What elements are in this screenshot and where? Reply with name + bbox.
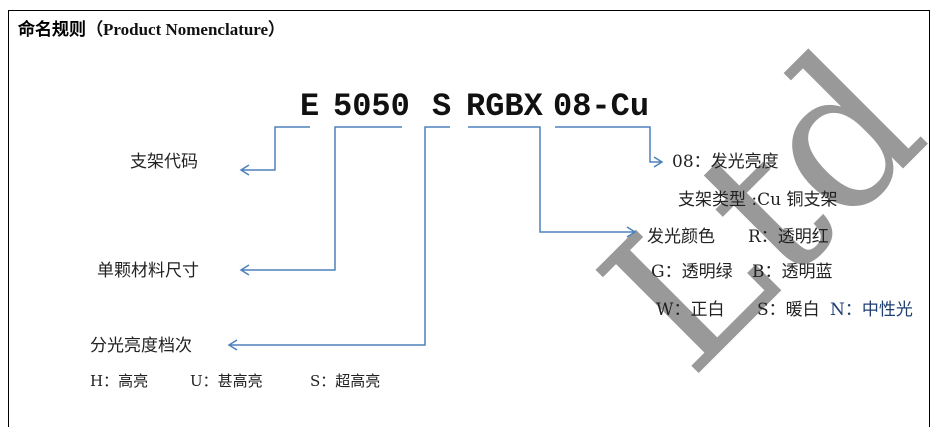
color-r: R：透明红	[748, 227, 829, 247]
grade-s: S：超高亮	[310, 372, 381, 390]
color-s: S：暖白	[757, 300, 820, 320]
color-w: W：正白	[656, 300, 725, 320]
label-bracket-type: 支架类型 :Cu 铜支架	[678, 190, 838, 210]
title-cn: 命名规则	[18, 20, 86, 39]
color-g: G：透明绿	[651, 262, 733, 282]
code-suffix: 08-Cu	[553, 88, 650, 125]
grade-u: U：甚高亮	[190, 372, 263, 390]
code-grade: S	[432, 88, 452, 125]
label-color: 发光颜色	[647, 227, 715, 247]
code-color: RGBX	[466, 88, 543, 125]
frame	[8, 10, 930, 427]
connector-grade	[227, 126, 450, 351]
color-n: N：中性光	[830, 300, 913, 320]
color-b: B：透明蓝	[752, 262, 833, 282]
grade-h: H：高亮	[90, 372, 149, 390]
connector-size	[239, 126, 402, 276]
section-title: 命名规则（Product Nomenclature）	[18, 15, 285, 40]
label-brightness: 08：发光亮度	[672, 152, 779, 172]
connector-bracket	[239, 126, 310, 176]
label-bracket: 支架代码	[130, 152, 198, 172]
code-e: E	[300, 88, 320, 125]
label-grade: 分光亮度档次	[90, 336, 192, 356]
connector-color	[468, 126, 637, 238]
title-en: （Product Nomenclature）	[86, 20, 286, 39]
code-size: 5050	[333, 88, 410, 125]
connector-suffix	[555, 126, 664, 168]
label-size: 单颗材料尺寸	[97, 261, 199, 281]
